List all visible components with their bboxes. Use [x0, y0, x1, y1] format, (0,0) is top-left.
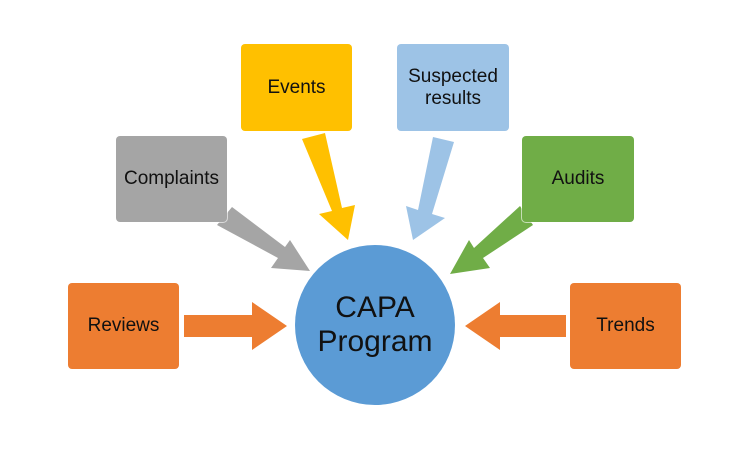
events-box: Events: [241, 44, 352, 131]
suspected-results-box: Suspected results: [397, 44, 509, 131]
trends-box: Trends: [570, 283, 681, 369]
arrow-suspected: [406, 137, 454, 240]
capa-program-hub: CAPA Program: [295, 245, 455, 405]
arrow-reviews: [184, 302, 287, 350]
hub-title-line1: CAPA: [335, 291, 415, 324]
audits-box: Audits: [522, 136, 634, 222]
audits-label: Audits: [551, 168, 605, 189]
reviews-box: Reviews: [68, 283, 179, 369]
arrow-complaints: [217, 207, 310, 271]
arrow-trends: [465, 302, 566, 350]
hub-title-line2: Program: [317, 325, 433, 358]
events-label: Events: [267, 76, 326, 98]
complaints-box: Complaints: [116, 136, 227, 222]
trends-label: Trends: [596, 315, 655, 336]
arrow-audits: [450, 206, 533, 274]
arrow-events: [302, 133, 355, 240]
suspected-results-label: Suspected results: [408, 65, 498, 109]
complaints-label: Complaints: [123, 168, 220, 189]
reviews-label: Reviews: [87, 315, 160, 336]
